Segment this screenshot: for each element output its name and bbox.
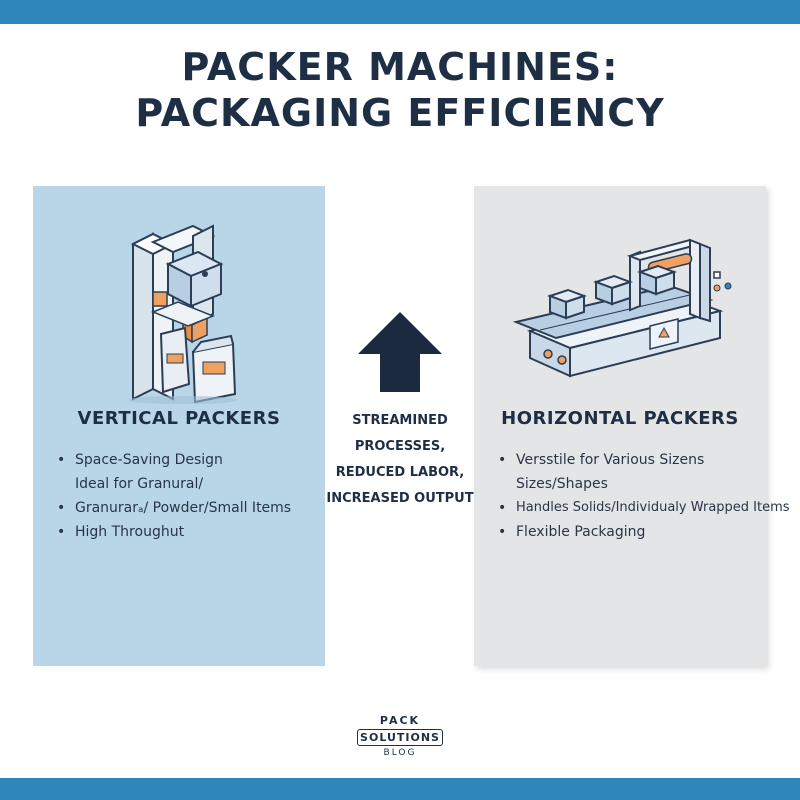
caption-line: REDUCED LABOR, [335, 465, 465, 480]
pack-solutions-logo: PACK SOLUTIONS BLOG [351, 714, 449, 759]
top-band [0, 0, 800, 24]
bullet-icon: • [57, 524, 66, 540]
bullet-icon: • [498, 500, 507, 516]
bullet-icon: • [498, 524, 507, 540]
caption-line: INCREASED OUTPUT [326, 491, 474, 506]
list-item: • Handles Solids/Individualy Wrapped Ite… [496, 496, 796, 520]
bullet-icon: • [57, 500, 66, 516]
page-title: PACKER MACHINES: PACKAGING EFFICIENCY [0, 44, 800, 136]
list-item: • Space-Saving Design Ideal for Granural… [55, 448, 291, 496]
vertical-packers-heading: VERTICAL PACKERS [77, 408, 281, 429]
list-item: • Granurarₐ/ Powder/Small Items [55, 496, 291, 520]
benefits-caption: STREAMINED PROCESSES, REDUCED LABOR, INC… [325, 408, 475, 512]
horizontal-packers-panel: HORIZONTAL PACKERS • Versstile for Vario… [474, 186, 790, 666]
vertical-packer-machine-icon [128, 224, 238, 404]
vertical-packers-list: • Space-Saving Design Ideal for Granural… [55, 448, 291, 544]
logo-line-3: BLOG [383, 748, 417, 758]
list-item: • Flexible Packaging [496, 520, 796, 544]
bullet-icon: • [498, 452, 507, 468]
up-arrow-icon [358, 312, 442, 392]
horizontal-packers-list: • Versstile for Various Sizens Sizes/Sha… [496, 448, 796, 544]
horizontal-packer-machine-icon [512, 238, 732, 378]
vertical-packers-panel: VERTICAL PACKERS • Space-Saving Design I… [33, 186, 325, 666]
caption-line: PROCESSES, [354, 439, 446, 454]
list-item: • High Throughut [55, 520, 291, 544]
logo-line-1: PACK [379, 714, 421, 727]
logo-line-2: SOLUTIONS [357, 729, 443, 746]
caption-line: STREAMINED [352, 413, 448, 428]
horizontal-packers-heading: HORIZONTAL PACKERS [501, 408, 739, 429]
title-line-1: PACKER MACHINES: [181, 45, 619, 89]
bottom-band [0, 778, 800, 800]
bullet-icon: • [57, 452, 66, 468]
title-line-2: PACKAGING EFFICIENCY [135, 91, 665, 135]
list-item: • Versstile for Various Sizens Sizes/Sha… [496, 448, 796, 496]
